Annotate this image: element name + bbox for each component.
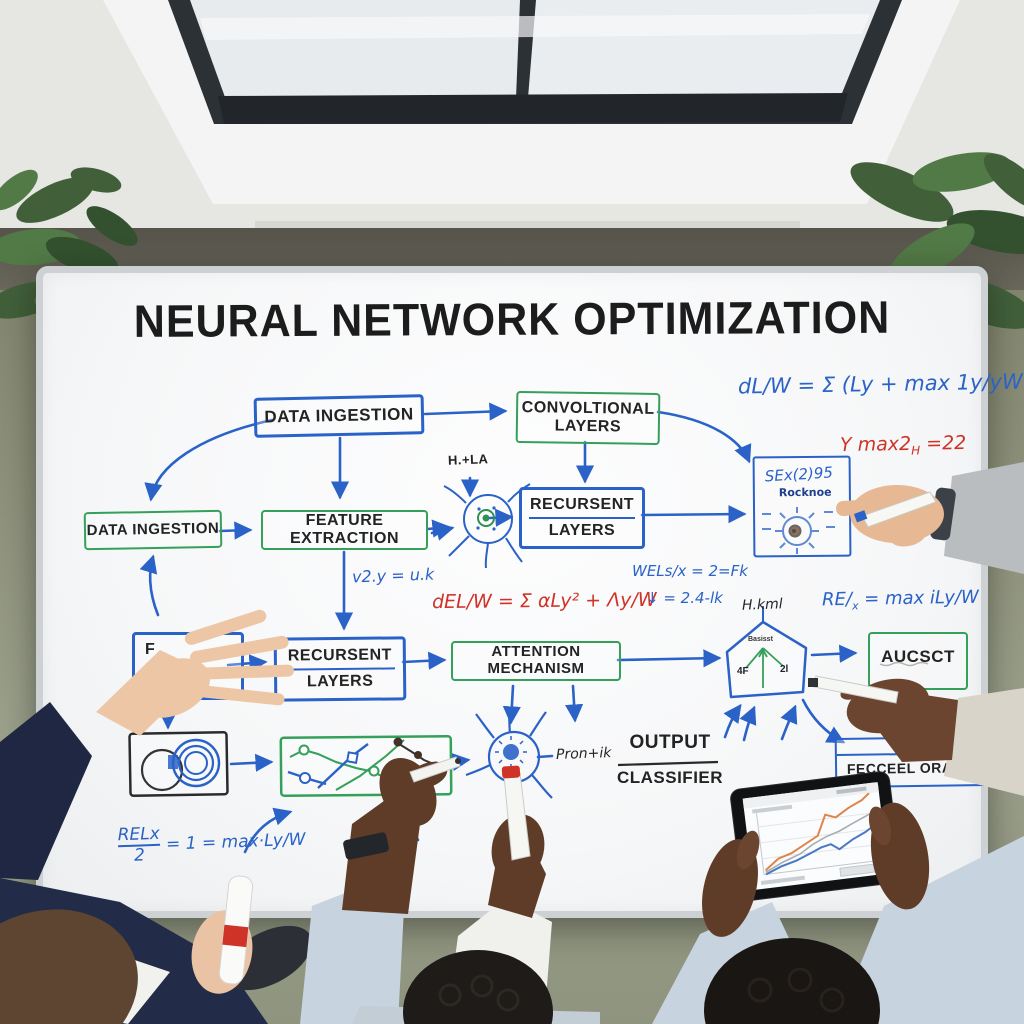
box-label: ATTENTION MECHANISM <box>487 643 585 677</box>
skylight-frame-bottom <box>218 93 848 124</box>
formula-mid-red: dEL/W = Σ αLy² + Λy/W <box>431 588 657 614</box>
formula-wels-line1: WELs/x = 2=Fk <box>632 562 748 580</box>
formula-mid-blue-small: v2.y = u.k <box>351 564 435 587</box>
formula-top-right-blue: dL/W = Σ (Ly + max 1y/yW <box>737 369 1023 399</box>
box-recursent-layers-1: RECURSENT LAYERS <box>519 487 645 549</box>
glass-reflection <box>200 14 870 40</box>
box-label-line1: RECURSENT <box>287 646 392 665</box>
box-label-line2: LAYERS <box>548 522 616 539</box>
output-label: OUTPUT <box>629 732 711 753</box>
box-data-ingestion-top: DATA INGESTION <box>253 394 425 438</box>
aucsct-down-mark: Y <box>884 700 894 719</box>
formula-top-right-red: Y max2H =22 <box>840 432 967 459</box>
pentagon-label: H.kml <box>741 596 783 614</box>
box-aucsct: AUCSCT <box>868 632 968 690</box>
ceiling-vent <box>255 221 800 232</box>
box-divider <box>284 667 396 671</box>
box-divider <box>529 517 635 519</box>
formula-subscript: H <box>911 443 921 458</box>
ses-line1: SEx(2)95 <box>764 463 834 486</box>
box-attention-mechanism: ATTENTION MECHANISM <box>451 641 621 681</box>
neuron2-note: Pron+ik <box>555 745 612 763</box>
box-label: DATA INGESTION <box>264 404 414 428</box>
formula-wels-line2: ↓ = 2.4-lk <box>646 589 723 607</box>
formula-re-right: RE/x = max iLy/W <box>822 587 979 613</box>
box-recursent-layers-2: RECURSENT LAYERS <box>273 636 407 702</box>
board-title: NEURAL NETWORK OPTIMIZATION <box>133 292 891 348</box>
ses-line2: Rocknoe <box>778 485 832 500</box>
box-label-line2: LAYERS <box>306 672 374 691</box>
box-convolutional-layers: CONVOLTIONAL LAYERS <box>515 390 661 446</box>
pentagon-left-value: 4F <box>737 666 749 677</box>
box-label: AUCSCT <box>881 647 955 667</box>
box-feccel-oraish: FECCEEL ORAISH <box>834 735 990 789</box>
formula-part: = max iLy/W <box>858 586 979 610</box>
skylight-glass-left <box>190 0 520 100</box>
box-data-ingestion-left: DATA INGESTION <box>83 509 223 551</box>
box-ses: SEx(2)95 Rocknoe <box>752 455 852 558</box>
formula-part: RE/ <box>821 588 853 611</box>
classifier-label: CLASSIFIER <box>616 768 724 787</box>
box-label-line2: LAYERS <box>554 417 622 436</box>
formula-part: = 1 = max·Ly/W <box>165 829 306 855</box>
fraction-numerator: RELx <box>117 823 161 846</box>
pentagon-inner-text: Basisst <box>748 636 773 643</box>
pentagon-right-value: 2l <box>780 664 789 675</box>
formula-bottom-left: RELx 2 = 1 = max·Ly/W <box>117 821 306 866</box>
skylight <box>103 0 960 232</box>
box-label-line1: CONVOLTIONAL <box>521 399 655 419</box>
formula-part: Y max2 <box>839 432 912 457</box>
box-feature-extraction: FEATURE EXTRACTION <box>261 510 428 550</box>
neuron1-label: H.+LA <box>447 451 489 468</box>
fraction: RELx 2 <box>117 823 161 866</box>
fraction-denominator: 2 <box>133 845 146 866</box>
formula-part: =22 <box>919 431 967 455</box>
box-label: FECCEEL ORAISH <box>846 759 978 777</box>
box-hidden-left: F <box>132 632 244 700</box>
box-label: FEATURE EXTRACTION <box>290 512 399 547</box>
box-label: DATA INGESTION <box>86 519 220 539</box>
box-label: F <box>145 641 156 658</box>
box-label-line1: RECURSENT <box>529 496 635 514</box>
